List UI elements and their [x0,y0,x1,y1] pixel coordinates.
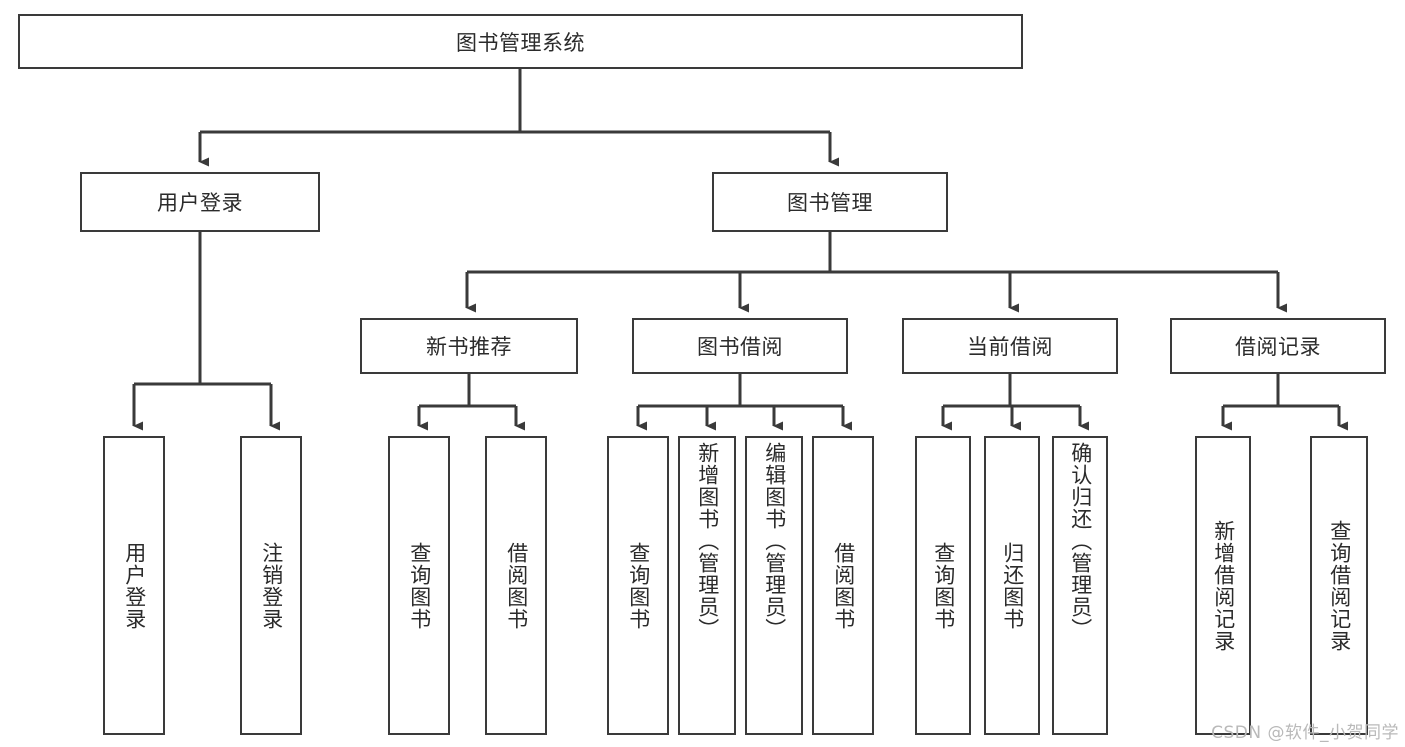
node-label: 当前借阅 [967,335,1053,359]
leaf-label: 新增借阅记录 [1211,519,1236,652]
leaf-label-wrap: 新增借阅记录 [1197,438,1249,733]
leaf-label-wrap: 用户登录 [105,438,163,733]
leaf-add-borrow-record[interactable]: 新增借阅记录 [1195,436,1251,735]
node-user-login[interactable]: 用户登录 [80,172,320,232]
leaf-label: 用户登录 [122,541,147,630]
leaf-label: 注销登录 [259,541,284,630]
leaf-label: 新增图书（管理员） [695,442,720,640]
leaf-label-wrap: 注销登录 [242,438,300,733]
leaf-label: 查询借阅记录 [1327,519,1352,652]
leaf-label: 查询图书 [626,541,651,630]
leaf-label-wrap: 查询图书 [390,438,448,733]
node-label: 用户登录 [157,191,243,215]
leaf-return-book[interactable]: 归还图书 [984,436,1040,735]
leaf-label: 借阅图书 [504,541,529,630]
leaf-label: 编辑图书（管理员） [762,442,787,640]
leaf-label-wrap: 查询借阅记录 [1312,438,1366,733]
leaf-label-wrap: 归还图书 [986,438,1038,733]
node-label: 新书推荐 [426,335,512,359]
leaf-user-login[interactable]: 用户登录 [103,436,165,735]
node-label: 图书管理 [787,191,873,215]
node-label: 图书管理系统 [456,30,585,55]
leaf-query-book-newbooks[interactable]: 查询图书 [388,436,450,735]
node-new-book-recommend[interactable]: 新书推荐 [360,318,578,374]
leaf-label-wrap: 借阅图书 [487,438,545,733]
leaf-label-wrap: 编辑图书（管理员） [747,438,801,733]
leaf-label-wrap: 查询图书 [609,438,667,733]
node-label: 借阅记录 [1235,335,1321,359]
leaf-label: 借阅图书 [831,541,856,630]
node-root-system[interactable]: 图书管理系统 [18,14,1023,69]
leaf-add-book-admin[interactable]: 新增图书（管理员） [678,436,736,735]
csdn-watermark: CSDN @软件_小贺同学 [1211,723,1399,743]
node-borrow-records[interactable]: 借阅记录 [1170,318,1386,374]
node-current-borrow[interactable]: 当前借阅 [902,318,1118,374]
leaf-label-wrap: 确认归还（管理员） [1054,438,1106,733]
leaf-confirm-return-admin[interactable]: 确认归还（管理员） [1052,436,1108,735]
leaf-label: 归还图书 [1000,541,1025,630]
leaf-label-wrap: 借阅图书 [814,438,872,733]
leaf-borrow-book-newbooks[interactable]: 借阅图书 [485,436,547,735]
node-book-management[interactable]: 图书管理 [712,172,948,232]
leaf-label: 查询图书 [407,541,432,630]
node-book-borrow[interactable]: 图书借阅 [632,318,848,374]
leaf-label-wrap: 新增图书（管理员） [680,438,734,733]
leaf-label: 查询图书 [931,541,956,630]
leaf-label-wrap: 查询图书 [917,438,969,733]
leaf-query-borrow-record[interactable]: 查询借阅记录 [1310,436,1368,735]
leaf-borrow-book-borrow[interactable]: 借阅图书 [812,436,874,735]
leaf-query-book-borrow[interactable]: 查询图书 [607,436,669,735]
node-label: 图书借阅 [697,335,783,359]
leaf-query-book-current[interactable]: 查询图书 [915,436,971,735]
leaf-user-logout[interactable]: 注销登录 [240,436,302,735]
leaf-edit-book-admin[interactable]: 编辑图书（管理员） [745,436,803,735]
leaf-label: 确认归还（管理员） [1068,442,1093,640]
